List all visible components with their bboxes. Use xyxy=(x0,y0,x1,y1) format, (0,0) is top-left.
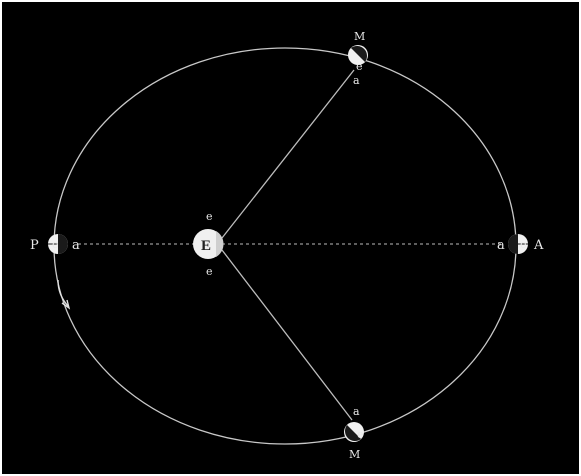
top-moon-e-label: e xyxy=(356,60,363,73)
earth-upper-label: e xyxy=(206,210,213,223)
apogee-label: A xyxy=(533,238,544,253)
bottom-moon-a-label: a xyxy=(353,405,360,418)
bottom-moon-e-label: e xyxy=(357,428,364,441)
bottom-moon-label: M xyxy=(349,448,360,461)
perigee-a-label: a xyxy=(72,238,80,253)
perigee-label: P xyxy=(30,238,39,253)
perigee-moon-mark: e xyxy=(52,238,59,251)
top-moon-label: M xyxy=(354,30,365,43)
apogee-a-label: a xyxy=(497,238,505,253)
earth-label: E xyxy=(201,238,211,254)
earth-lower-label: e xyxy=(206,265,213,278)
apogee-moon-mark: e xyxy=(520,238,527,251)
top-moon-a-label: a xyxy=(353,74,360,87)
